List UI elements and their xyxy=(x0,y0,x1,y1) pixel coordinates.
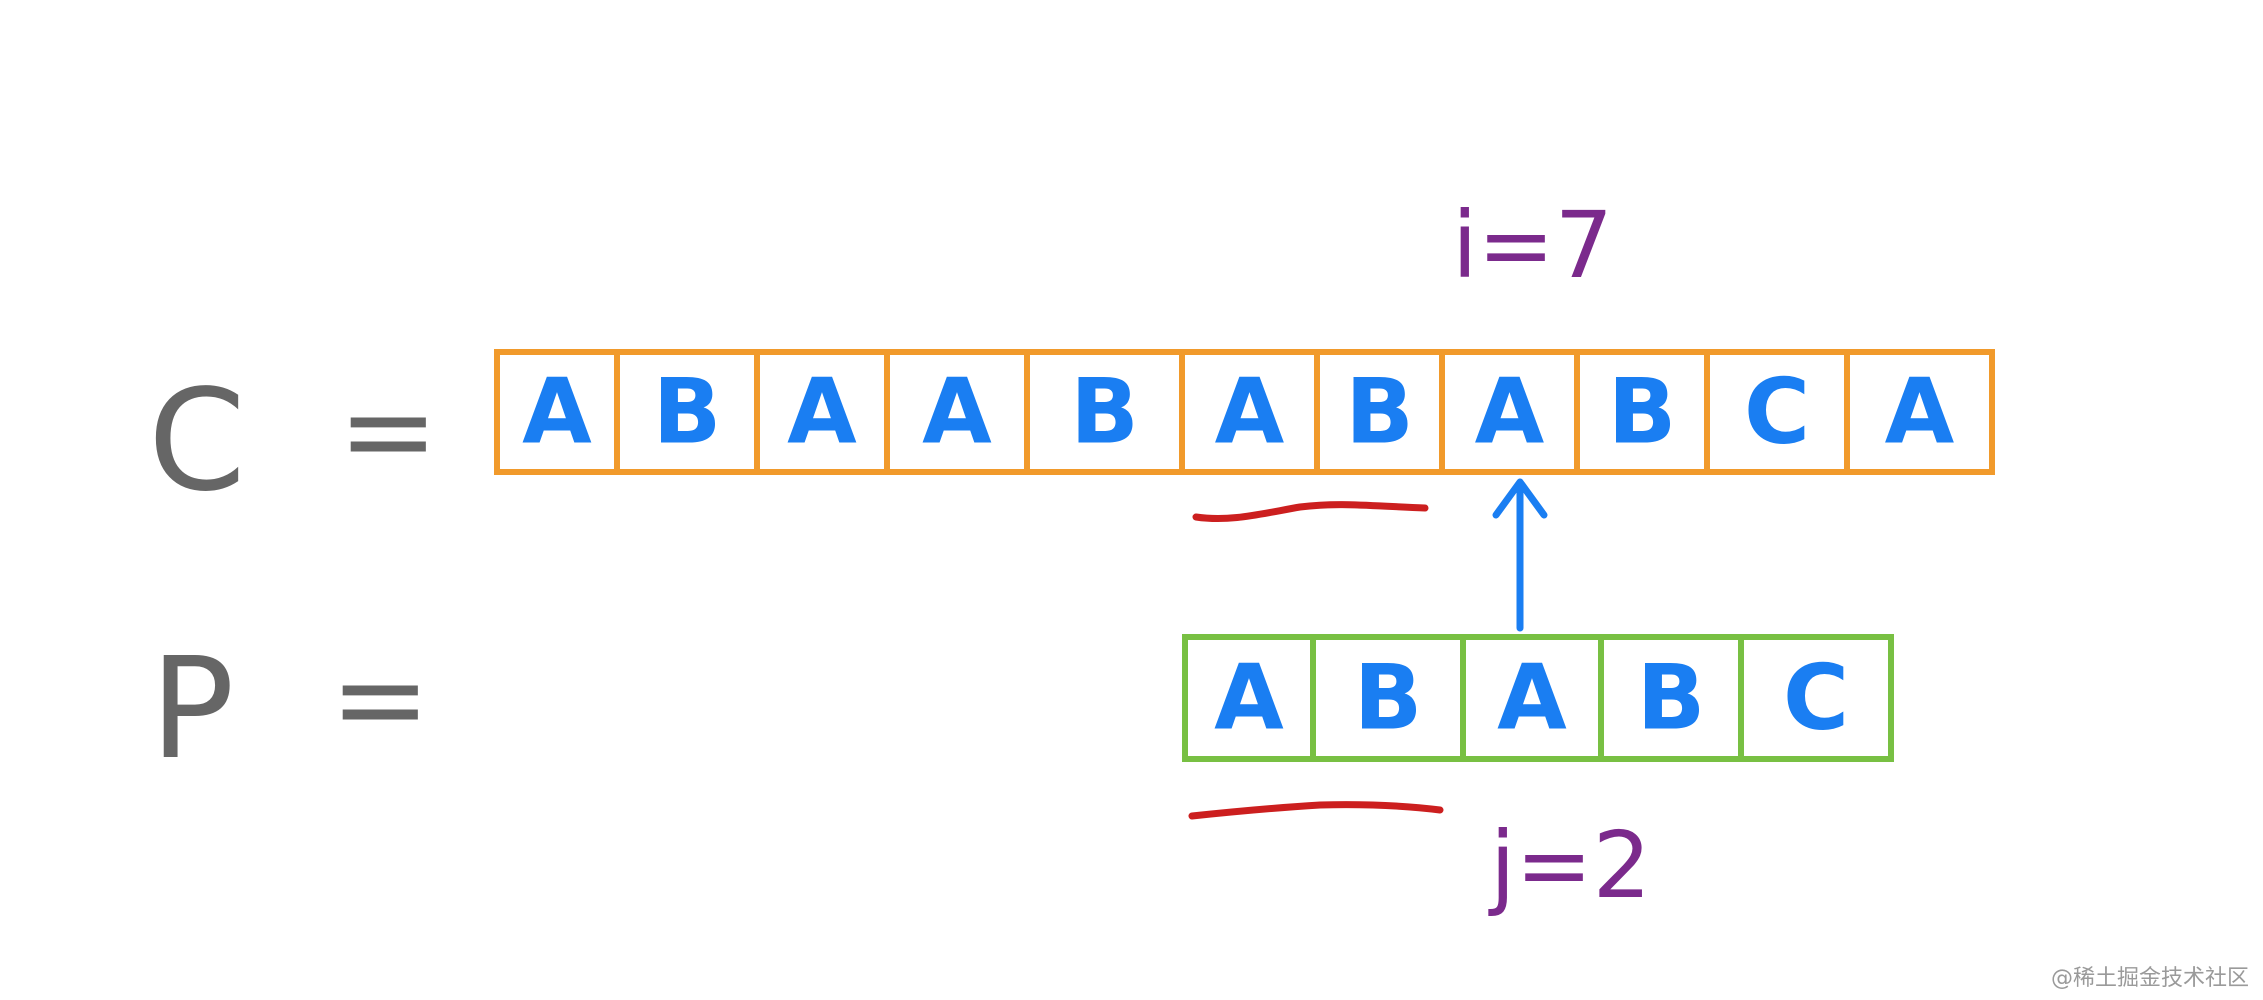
i-index-label: i=7 xyxy=(1452,192,1614,299)
p-matched-underline xyxy=(1188,801,1444,820)
p-cell-letter: B xyxy=(1637,646,1706,751)
p-equals-sign: = xyxy=(330,630,431,769)
p-cell-letter: A xyxy=(1214,646,1284,751)
p-cell-letter: B xyxy=(1354,646,1423,751)
p-cell-1: B xyxy=(1310,634,1466,762)
c-cell-2: A xyxy=(754,349,890,475)
c-matched-underline xyxy=(1192,501,1429,523)
c-cell-0: A xyxy=(494,349,620,475)
c-label: C xyxy=(148,360,246,523)
p-label: P xyxy=(150,628,235,791)
c-cell-7: A xyxy=(1439,349,1580,475)
c-cell-letter: B xyxy=(1070,360,1139,465)
c-cell-10: A xyxy=(1844,349,1995,475)
p-cell-4: C xyxy=(1738,634,1894,762)
c-cell-letter: A xyxy=(1885,360,1955,465)
c-cell-letter: C xyxy=(1744,360,1810,465)
p-cell-border xyxy=(1738,634,1894,762)
c-cell-letter: A xyxy=(1215,360,1285,465)
c-cell-letter: A xyxy=(522,360,592,465)
c-cell-6: B xyxy=(1314,349,1445,475)
c-cell-letter: B xyxy=(1345,360,1414,465)
watermark: @稀土掘金技术社区 xyxy=(2050,966,2249,991)
p-cell-letter: C xyxy=(1783,646,1849,751)
c-cell-4: B xyxy=(1024,349,1185,475)
c-cell-letter: A xyxy=(922,360,992,465)
c-cell-1: B xyxy=(614,349,760,475)
c-cell-border xyxy=(1844,349,1995,475)
c-cell-letter: A xyxy=(1475,360,1545,465)
c-cell-letter: A xyxy=(787,360,857,465)
c-cell-letter: B xyxy=(1608,360,1677,465)
p-cell-3: B xyxy=(1598,634,1744,762)
p-cell-2: A xyxy=(1460,634,1604,762)
c-cell-9: C xyxy=(1704,349,1850,475)
c-cell-8: B xyxy=(1574,349,1710,475)
c-cell-letter: B xyxy=(653,360,722,465)
p-cell-letter: A xyxy=(1497,646,1567,751)
c-cell-3: A xyxy=(884,349,1030,475)
c-cell-5: A xyxy=(1179,349,1320,475)
c-equals-sign: = xyxy=(338,362,439,501)
j-index-label: j=2 xyxy=(1490,812,1652,919)
match-arrow xyxy=(1492,478,1548,632)
p-cell-0: A xyxy=(1182,634,1316,762)
